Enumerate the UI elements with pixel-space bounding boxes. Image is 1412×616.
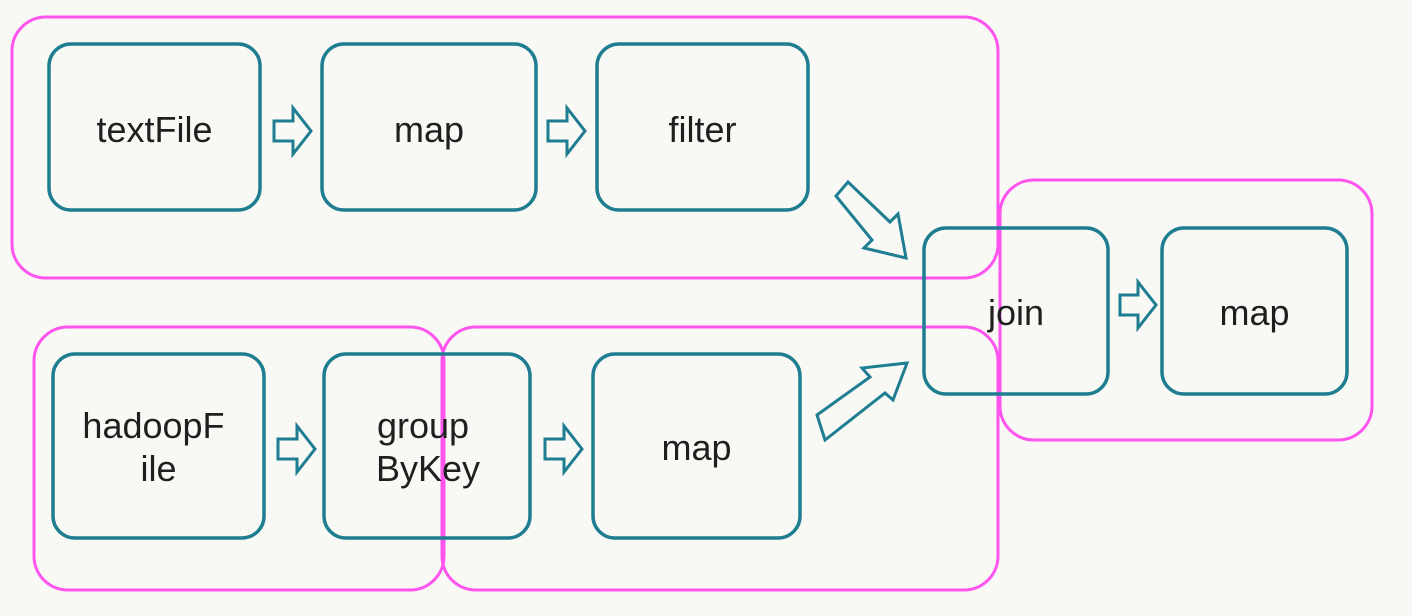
arrow-groupbykey-to-map-icon [543, 421, 584, 477]
node-map-right: map [1160, 226, 1349, 396]
node-label: map [1219, 292, 1289, 333]
node-textfile: textFile [47, 42, 262, 212]
stage-bottom-left [32, 325, 446, 592]
node-label: map [394, 109, 464, 150]
stage-top [10, 15, 1000, 280]
stage-right [998, 178, 1374, 442]
arrow-join-to-map-icon [1118, 277, 1158, 333]
node-hadoopfile: hadoopF ile [51, 352, 266, 540]
arrow-map-to-join-icon [815, 361, 910, 443]
node-groupbykey: group ByKey [322, 352, 532, 540]
arrow-hadoopfile-to-groupbykey-icon [276, 421, 317, 477]
node-label: group ByKey [376, 405, 480, 489]
stage-bottom-right [440, 325, 1000, 592]
node-label: map [661, 427, 731, 468]
node-join: join [922, 226, 1110, 396]
node-label: hadoopF ile [82, 405, 234, 489]
node-label: textFile [96, 109, 212, 150]
node-map-bottom: map [591, 352, 802, 540]
node-map-top: map [320, 42, 538, 212]
node-label: join [987, 292, 1044, 333]
node-label: filter [668, 109, 736, 150]
node-filter: filter [595, 42, 810, 212]
arrow-map-to-filter-icon [546, 103, 587, 159]
arrow-textfile-to-map-icon [272, 103, 313, 159]
arrow-filter-to-join-icon [834, 179, 908, 260]
